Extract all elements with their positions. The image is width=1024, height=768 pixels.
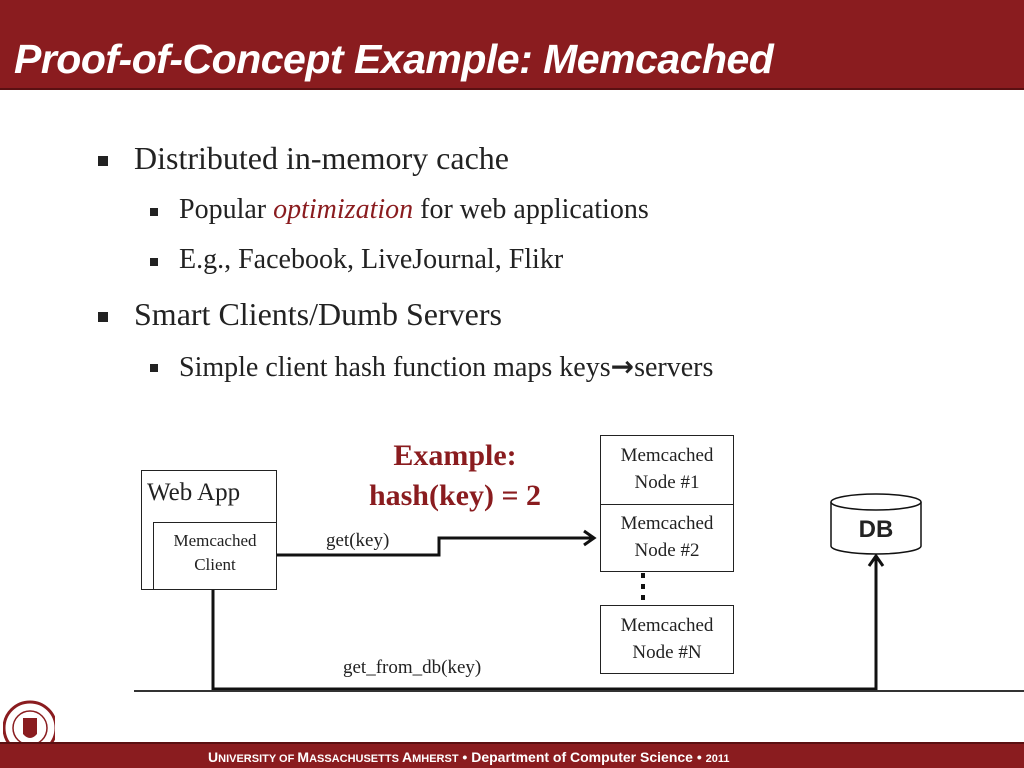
footer-divider <box>134 690 1024 692</box>
title-bar: Proof-of-Concept Example: Memcached <box>0 0 1024 90</box>
text: Simple client hash function maps keys <box>179 352 611 383</box>
bullet-icon <box>98 156 108 166</box>
example-annotation: Example: hash(key) = 2 <box>340 436 570 516</box>
node-label: Memcached <box>620 513 714 534</box>
slide-title: Proof-of-Concept Example: Memcached <box>14 36 774 82</box>
client-line-2: Client <box>194 555 236 574</box>
separator: • <box>692 749 706 765</box>
t: ASSACHUSETTS <box>309 753 402 765</box>
arrow-icon: → <box>610 350 635 383</box>
node-label: Node #1 <box>634 472 700 493</box>
bullet-1-1: Popular optimization for web application… <box>179 194 649 226</box>
node-label: Node #2 <box>634 540 700 561</box>
bullet-2: Smart Clients/Dumb Servers <box>134 296 502 332</box>
node-label: Memcached <box>620 615 714 636</box>
node-label: Node #N <box>632 642 702 663</box>
node-label: Memcached <box>620 445 714 466</box>
sub-bullet-icon <box>150 258 158 266</box>
db-arrow-head <box>867 553 885 567</box>
bullet-icon <box>98 312 108 322</box>
get-arrow <box>277 536 592 557</box>
t: M <box>297 749 310 765</box>
client-line-1: Memcached <box>173 531 257 550</box>
db-arrow <box>211 557 878 691</box>
t: NIVERSITY OF <box>218 753 298 765</box>
sub-bullet-icon <box>150 364 158 372</box>
web-app-label: Web App <box>147 479 241 506</box>
t: MHERST <box>412 753 459 765</box>
db-label: DB <box>858 516 894 543</box>
footer-bar: UNIVERSITY OF MASSACHUSETTS AMHERST • De… <box>0 742 1024 768</box>
t: U <box>208 749 219 765</box>
example-line-2: hash(key) = 2 <box>368 479 542 512</box>
bullet-1: Distributed in-memory cache <box>134 140 509 176</box>
memcached-client-box: Memcached Client <box>153 522 277 590</box>
separator: • <box>458 749 472 765</box>
t: A <box>401 749 413 765</box>
bullet-2-1: Simple client hash function maps keys→se… <box>179 350 713 384</box>
year: 2011 <box>705 753 730 765</box>
bullet-1-2: E.g., Facebook, LiveJournal, Flikr <box>179 244 564 275</box>
sub-bullet-icon <box>150 208 158 216</box>
text: servers <box>634 352 714 383</box>
department: Department of Computer Science <box>471 749 693 765</box>
text: Popular <box>179 194 274 225</box>
get-from-db-label: get_from_db(key) <box>343 657 482 678</box>
db-cylinder-icon <box>830 493 922 555</box>
get-arrow-head <box>583 529 597 547</box>
footer-text: UNIVERSITY OF MASSACHUSETTS AMHERST • De… <box>208 749 730 765</box>
text: for web applications <box>413 194 649 225</box>
highlight-text: optimization <box>273 194 414 225</box>
get-key-label: get(key) <box>326 530 390 551</box>
example-line-1: Example: <box>393 439 517 472</box>
